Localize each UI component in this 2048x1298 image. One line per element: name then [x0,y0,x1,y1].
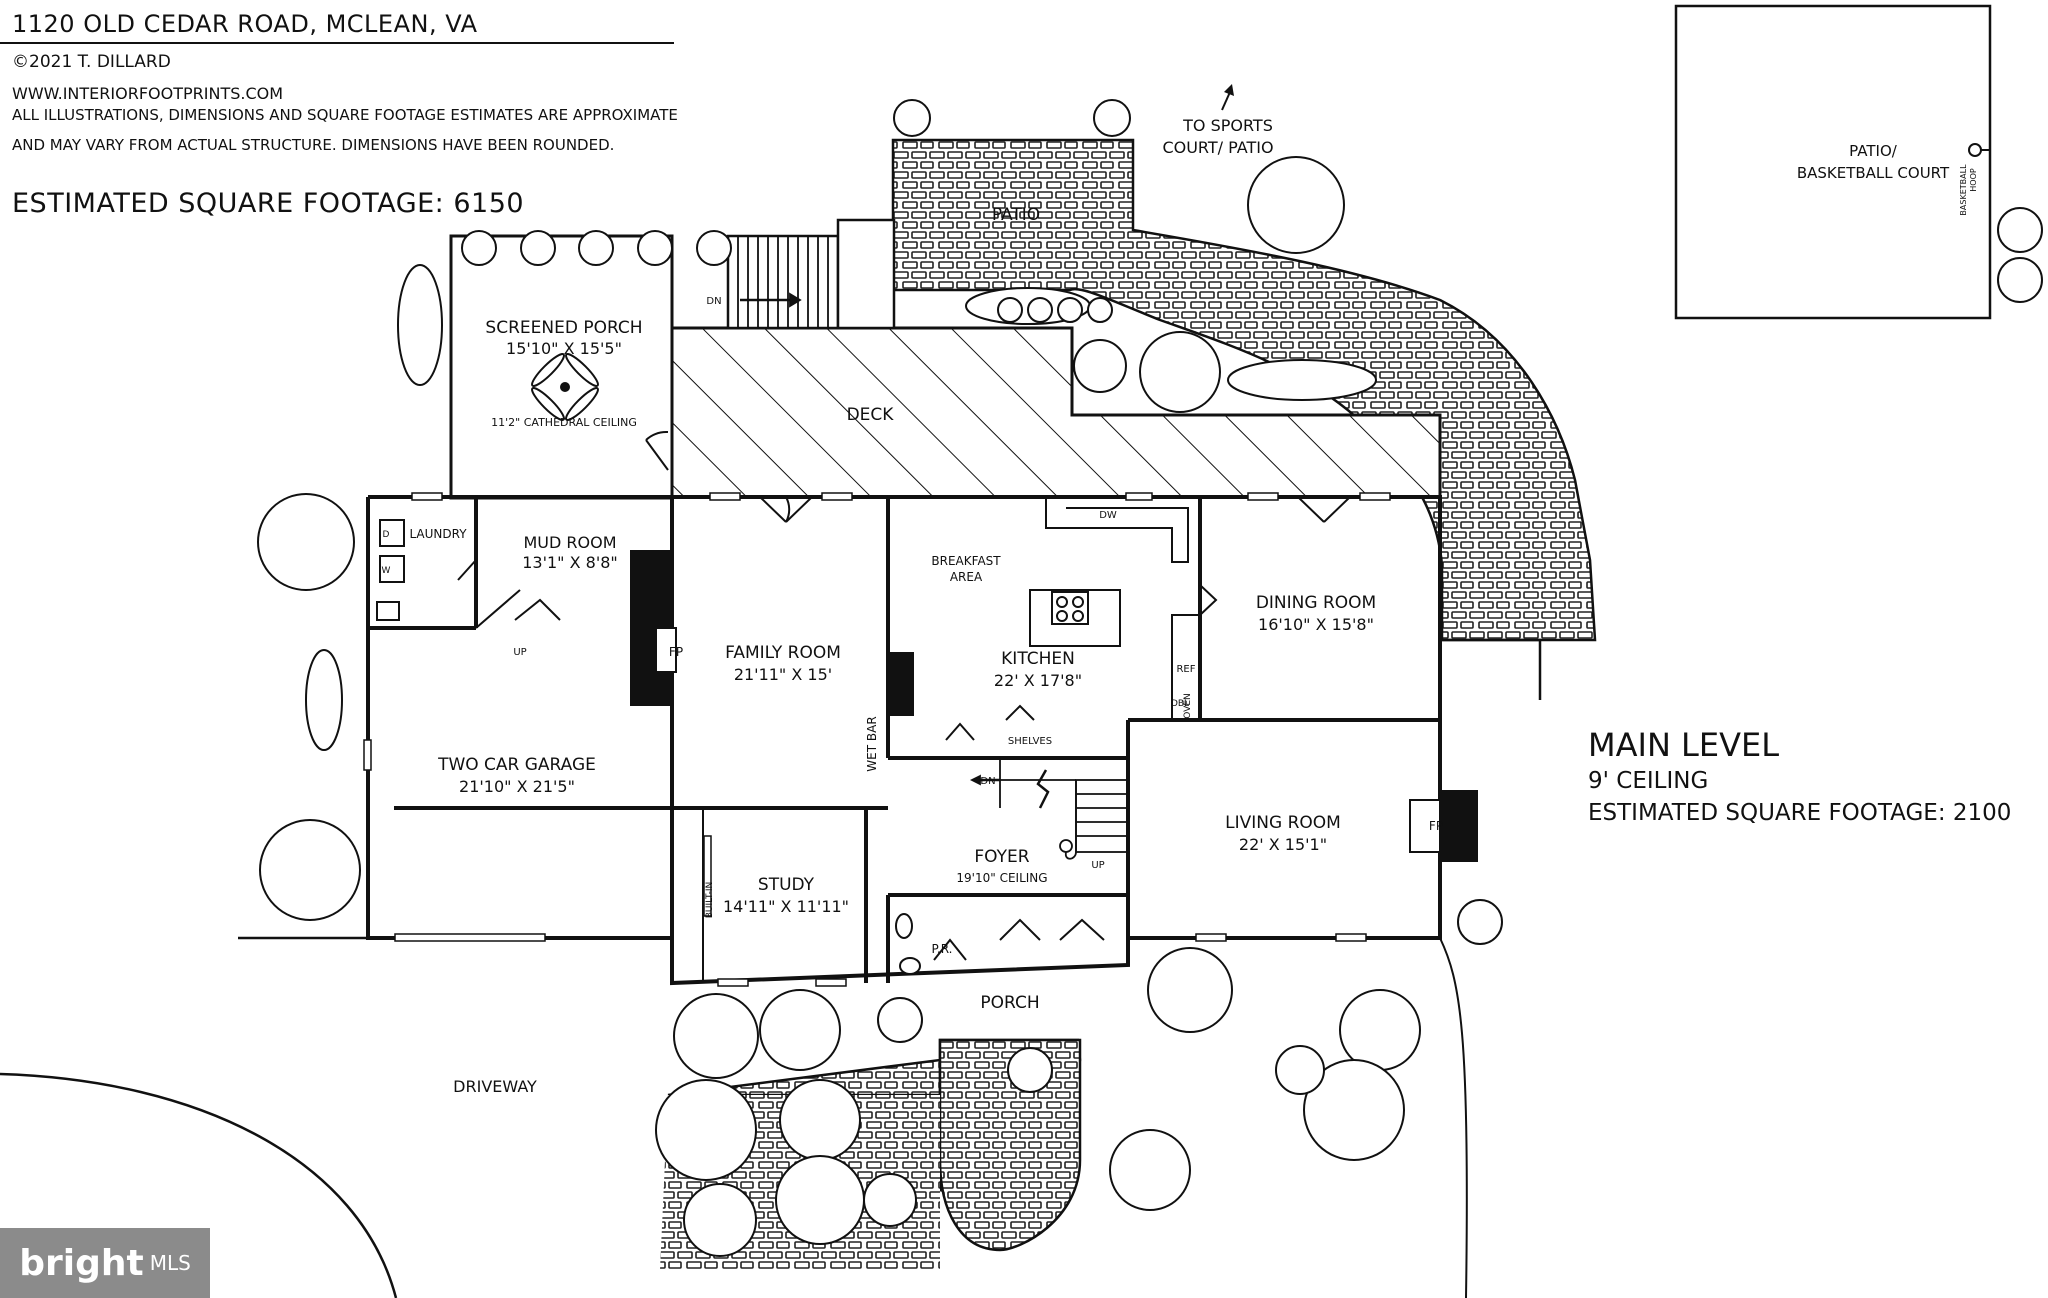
screened-porch-dims: 15'10" X 15'5" [506,339,622,358]
fireplace-living [1409,790,1478,862]
fireplace-family [630,592,677,706]
court-line-1: PATIO/ [1849,142,1898,160]
deck-name: DECK [847,405,895,425]
kitchen-dims: 22' X 17'8" [994,671,1082,690]
breakfast-line-1: BREAKFAST [931,554,1001,568]
deck-stairs [726,218,896,330]
study-dims: 14'11" X 11'11" [723,897,849,916]
living-room-dims: 22' X 15'1" [1239,835,1327,854]
hoop-label-1: BASKETBALL [1959,164,1968,216]
garage-name: TWO CAR GARAGE [437,755,596,775]
shelves-label: SHELVES [1008,736,1052,747]
ceiling-fan-icon [531,353,599,421]
laundry-units [376,519,405,621]
website: WWW.INTERIORFOOTPRINTS.COM [12,84,284,103]
dining-room-name: DINING ROOM [1256,593,1376,613]
dryer-label: D [383,530,390,540]
foyer-note: 19'10" CEILING [956,871,1047,885]
screened-porch-note: 11'2" CATHEDRAL CEILING [491,416,637,429]
screened-porch [449,234,674,500]
sports-court-line-1: TO SPORTS [1182,116,1273,135]
watermark-brand: bright [19,1242,144,1284]
laundry-name: LAUNDRY [409,527,467,541]
refrigerator-label: REF [1176,664,1195,675]
breakfast-line-2: AREA [950,570,983,584]
garage-up-label: UP [513,647,526,658]
kitchen-counter [1029,497,1201,721]
hoop-label-2: HOOP [1969,168,1978,192]
door-swings [457,430,1468,1298]
foyer-stairs-dn-label: DN [980,776,995,787]
watermark-suffix: MLS [149,1251,191,1275]
wet-bar [888,652,914,716]
disclaimer-line-2: AND MAY VARY FROM ACTUAL STRUCTURE. DIME… [12,136,615,154]
double-oven-label-2: OVEN [1183,693,1193,719]
driveway-name: DRIVEWAY [453,1077,537,1096]
landscaping [257,99,2043,1257]
powder-room-fixtures [895,913,921,975]
fireplace-living-label: FP [1429,819,1443,833]
study-name: STUDY [758,875,815,895]
washer-label: W [382,566,391,576]
sports-court-line-2: COURT/ PATIO [1162,138,1273,157]
garage-dims: 21'10" X 21'5" [459,777,575,796]
mls-watermark: bright MLS [0,1228,210,1298]
foyer-up-label: UP [1091,860,1104,871]
court-line-2: BASKETBALL COURT [1797,164,1950,182]
foyer-stairs [969,758,1129,860]
total-square-footage: ESTIMATED SQUARE FOOTAGE: 6150 [12,188,525,219]
family-room-dims: 21'11" X 15' [734,665,832,684]
wet-bar-label: WET BAR [865,716,879,771]
porch-name: PORCH [980,993,1039,1013]
level-ceiling: 9' CEILING [1588,768,1709,794]
family-room-name: FAMILY ROOM [725,643,841,663]
mudroom-wall-block [630,550,672,592]
address-underline [0,42,674,44]
mud-room-dims: 13'1" X 8'8" [522,553,618,572]
screened-porch-name: SCREENED PORCH [485,318,642,338]
mud-room-name: MUD ROOM [523,533,616,552]
double-oven-label-1: DBL [1171,699,1189,709]
basketball-court [1674,4,1992,320]
shrub-row-back [997,297,1113,323]
level-square-footage: ESTIMATED SQUARE FOOTAGE: 2100 [1588,800,2012,826]
dining-room-dims: 16'10" X 15'8" [1258,615,1374,634]
kitchen-name: KITCHEN [1001,649,1075,669]
windows [363,492,1391,987]
level-title: MAIN LEVEL [1588,726,1780,764]
deck-stairs-dn-label: DN [706,296,721,307]
powder-room-name: P.R. [932,942,953,956]
patio-name: PATIO [992,205,1040,225]
plan-address: 1120 OLD CEDAR ROAD, MCLEAN, VA [12,10,478,38]
driveway-curve [0,1072,398,1298]
dishwasher-label: DW [1099,510,1117,521]
foyer-name: FOYER [974,847,1029,867]
copyright: ©2021 T. DILLARD [12,52,171,72]
fireplace-family-label: FP [669,645,683,659]
disclaimer-line-1: ALL ILLUSTRATIONS, DIMENSIONS AND SQUARE… [12,106,678,124]
living-room-name: LIVING ROOM [1225,813,1341,833]
built-in-label: BUILT-IN [705,882,715,919]
sports-court-arrow [1221,84,1234,111]
